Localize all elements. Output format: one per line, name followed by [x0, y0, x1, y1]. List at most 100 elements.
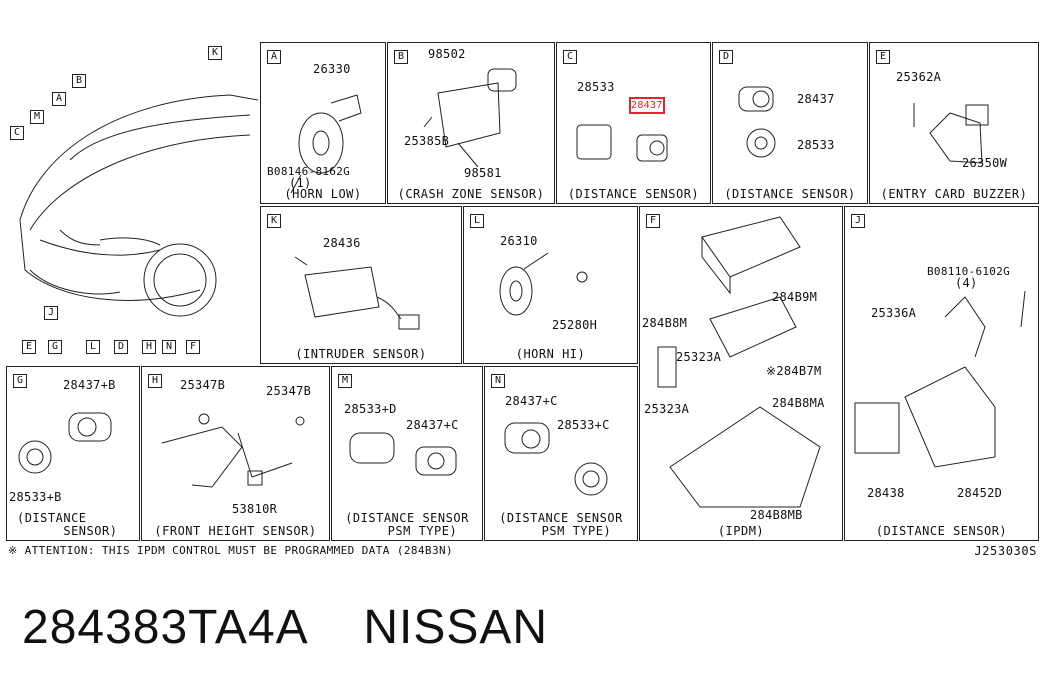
- part-label: 28533: [797, 138, 835, 152]
- car-overview: K B M A C E G J L D H N F: [0, 40, 259, 362]
- height-sensor-icon: [161, 413, 305, 488]
- panel-a-caption: (HORN LOW): [284, 187, 362, 201]
- panel-l-letter: L: [470, 214, 484, 228]
- panel-m-letter: M: [338, 374, 352, 388]
- car-tag-j[interactable]: J: [44, 306, 58, 320]
- car-front-illustration: [19, 94, 259, 317]
- car-tag-e[interactable]: E: [22, 340, 36, 354]
- part-label: 28437: [797, 92, 835, 106]
- panel-c-letter: C: [563, 50, 577, 64]
- panel-e[interactable]: E 25362A 26350W (ENTRY CARD BUZZER): [869, 42, 1039, 204]
- part-label: 26330: [313, 62, 351, 76]
- panel-h-caption: (FRONT HEIGHT SENSOR): [154, 524, 317, 538]
- panel-m-caption: (DISTANCE SENSOR PSM TYPE): [345, 511, 469, 538]
- part-label: 284B9M: [772, 290, 818, 304]
- panel-f-caption: (IPDM): [717, 524, 765, 538]
- part-label: (1): [289, 176, 312, 190]
- car-tag-f[interactable]: F: [186, 340, 200, 354]
- ipdm-icon: [657, 216, 821, 508]
- panel-d-caption: (DISTANCE SENSOR): [724, 187, 856, 201]
- car-tag-b[interactable]: B: [72, 74, 86, 88]
- horn-icon: [290, 94, 362, 194]
- panel-k-letter: K: [267, 214, 281, 228]
- part-label: 25336A: [871, 306, 917, 320]
- part-label: 25280H: [552, 318, 598, 332]
- part-label: 98581: [464, 166, 502, 180]
- panel-a-letter: A: [267, 50, 281, 64]
- highlighted-part-label[interactable]: 28437: [629, 97, 665, 114]
- panel-f[interactable]: F 284B9M 284B8M 25323A ※284B7M 25323A 28…: [639, 206, 843, 541]
- car-tag-g[interactable]: G: [48, 340, 62, 354]
- part-label: 28533+C: [557, 418, 610, 432]
- part-label: 26350W: [962, 156, 1008, 170]
- distance-sensor-icon: [738, 86, 776, 158]
- buzzer-icon: [913, 103, 989, 164]
- panel-b-caption: (CRASH ZONE SENSOR): [397, 187, 545, 201]
- panel-b[interactable]: B 98502 25385B 98581 (CRASH ZONE SENSOR): [387, 42, 555, 204]
- panel-j-caption: (DISTANCE SENSOR): [875, 524, 1008, 538]
- part-label: 284B8MB: [750, 508, 803, 522]
- car-tag-l[interactable]: L: [86, 340, 100, 354]
- part-label: 98502: [428, 47, 466, 61]
- panel-c[interactable]: C 28533 28437 (DISTANCE SENSOR): [556, 42, 711, 204]
- part-label: 28437+C: [406, 418, 459, 432]
- car-tag-n[interactable]: N: [162, 340, 176, 354]
- part-label: 28437+B: [63, 378, 116, 392]
- panel-d-letter: D: [719, 50, 733, 64]
- panel-d[interactable]: D 28437 28533 (DISTANCE SENSOR): [712, 42, 868, 204]
- part-label: B08110-6102G: [927, 265, 1011, 278]
- distance-sensor-icon: [576, 124, 668, 162]
- panel-b-letter: B: [394, 50, 408, 64]
- panel-e-letter: E: [876, 50, 890, 64]
- part-label: 25347B: [266, 384, 312, 398]
- panel-k[interactable]: K 28436 (INTRUDER SENSOR): [260, 206, 462, 364]
- panel-m[interactable]: M 28533+D 28437+C (DISTANCE SENSOR PSM T…: [331, 366, 483, 541]
- part-label: 28437+C: [505, 394, 558, 408]
- panel-h[interactable]: H 25347B 25347B 53810R (FRONT HEIGHT SEN…: [141, 366, 330, 541]
- part-label: 28533+B: [9, 490, 62, 504]
- part-label: 28438: [867, 486, 905, 500]
- part-label: 28452D: [957, 486, 1003, 500]
- panel-n-letter: N: [491, 374, 505, 388]
- panel-l[interactable]: L 26310 25280H (HORN HI): [463, 206, 638, 364]
- brand-name: NISSAN: [363, 601, 549, 654]
- part-label: ※284B7M: [766, 364, 822, 378]
- distance-sensor-icon: [349, 432, 457, 476]
- horn-icon: [499, 252, 588, 316]
- part-label: 28436: [323, 236, 361, 250]
- part-label: 284B8MA: [772, 396, 825, 410]
- intruder-sensor-icon: [294, 256, 420, 330]
- distance-sensor-icon: [504, 422, 608, 496]
- part-label: 25347B: [180, 378, 226, 392]
- part-number: 284383TA4A: [22, 601, 307, 654]
- diagram-code: J253030S: [974, 544, 1037, 558]
- car-tag-d[interactable]: D: [114, 340, 128, 354]
- panel-g[interactable]: G 28437+B 28533+B (DISTANCE SENSOR): [6, 366, 140, 541]
- panel-n[interactable]: N 28437+C 28533+C (DISTANCE SENSOR PSM T…: [484, 366, 638, 541]
- panel-k-caption: (INTRUDER SENSOR): [295, 347, 427, 361]
- car-tag-h[interactable]: H: [142, 340, 156, 354]
- panel-a[interactable]: A 26330 B08146-8162G (1) (HORN LOW): [260, 42, 386, 204]
- part-number-line: 284383TA4A NISSAN: [22, 600, 548, 655]
- part-label: 25323A: [644, 402, 690, 416]
- panel-g-caption: (DISTANCE SENSOR): [17, 511, 118, 538]
- part-label: 25362A: [896, 70, 942, 84]
- panel-h-letter: H: [148, 374, 162, 388]
- car-tag-c[interactable]: C: [10, 126, 24, 140]
- car-tag-m[interactable]: M: [30, 110, 44, 124]
- part-label: 26310: [500, 234, 538, 248]
- part-label: 284B8M: [642, 316, 688, 330]
- car-tag-a[interactable]: A: [52, 92, 66, 106]
- panel-e-caption: (ENTRY CARD BUZZER): [880, 187, 1028, 201]
- panel-j[interactable]: J B08110-6102G (4) 25336A 28438 28452D (…: [844, 206, 1039, 541]
- panel-j-letter: J: [851, 214, 865, 228]
- part-label: 28533+D: [344, 402, 397, 416]
- car-tag-k[interactable]: K: [208, 46, 222, 60]
- part-label: 25323A: [676, 350, 722, 364]
- part-label: 28533: [577, 80, 615, 94]
- part-label: 53810R: [232, 502, 278, 516]
- panel-n-caption: (DISTANCE SENSOR PSM TYPE): [499, 511, 623, 538]
- crash-zone-sensor-icon: [423, 68, 517, 168]
- part-label: B08146-8162G: [267, 165, 351, 178]
- part-label: 25385B: [404, 134, 450, 148]
